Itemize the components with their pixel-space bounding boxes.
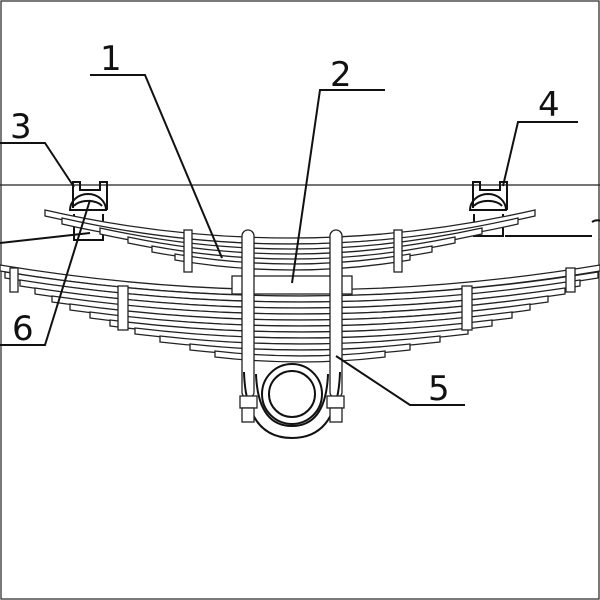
label-5: 5 (428, 369, 450, 409)
label-2: 2 (330, 55, 352, 95)
leader-2 (291, 89, 385, 284)
center-spacer-block (231, 275, 353, 295)
label-6: 6 (12, 309, 34, 349)
upper-spring-pack (44, 209, 536, 271)
label-1: 1 (100, 39, 122, 79)
leader-6 (0, 199, 91, 346)
lower-leaf-clamps (9, 267, 576, 331)
leader-4 (502, 121, 578, 187)
lower-spring-pack (0, 264, 600, 363)
upper-leaf-clamps (183, 229, 403, 273)
label-3: 3 (10, 107, 32, 147)
leader-1 (90, 74, 223, 259)
right-eye-bracket (591, 219, 600, 240)
label-4: 4 (538, 85, 560, 125)
u-bolt-assembly (239, 229, 345, 440)
leader-3 (0, 142, 75, 188)
leader-5 (335, 355, 465, 406)
leader-lines (0, 74, 578, 406)
